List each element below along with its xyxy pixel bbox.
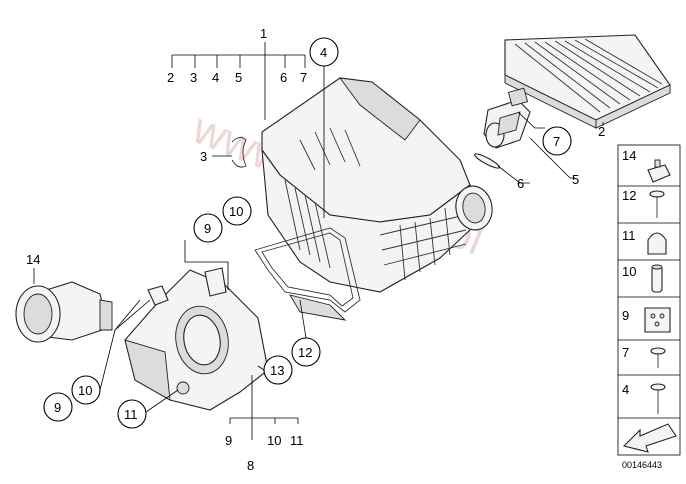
- arrow-graphic-icon: [622, 423, 677, 453]
- panel-label-4: 4: [622, 382, 629, 397]
- label-10-bottom: 10: [267, 433, 281, 448]
- panel-label-9: 9: [622, 308, 629, 323]
- label-2-filter: 2: [598, 124, 605, 139]
- panel-label-10: 10: [622, 264, 636, 279]
- sealing-ring: [474, 153, 500, 169]
- intake-duct-resonator: [124, 267, 269, 411]
- label-3-clip: 3: [200, 149, 207, 164]
- label-12-circle: 12: [298, 345, 312, 360]
- panel-label-14: 14: [622, 148, 636, 163]
- label-6-right: 6: [517, 176, 524, 191]
- panel-label-7: 7: [622, 345, 629, 360]
- label-11-circle: 11: [124, 407, 138, 422]
- label-6-bracket: 6: [280, 70, 287, 85]
- clip-part: [231, 137, 247, 168]
- doc-id: 00146443: [622, 460, 662, 470]
- label-5-right: 5: [572, 172, 579, 187]
- label-9-bottom: 9: [225, 433, 232, 448]
- panel-label-12: 12: [622, 188, 636, 203]
- label-7-circle: 7: [553, 134, 560, 149]
- intake-silencer-housing: [254, 77, 493, 321]
- air-filter-element: [504, 34, 671, 129]
- label-13-circle: 13: [270, 363, 284, 378]
- label-4-bracket: 4: [212, 70, 219, 85]
- grommet-icon: [644, 307, 671, 333]
- label-8: 8: [247, 458, 254, 473]
- rubber-cap-icon: [647, 232, 667, 255]
- panel-label-11: 11: [622, 228, 636, 243]
- label-14-left: 14: [26, 252, 40, 267]
- label-7-bracket: 7: [300, 70, 307, 85]
- small-parts-panel: 14 12 11 10 9 7 4: [617, 144, 681, 456]
- label-11-bottom: 11: [290, 433, 304, 448]
- label-1: 1: [260, 26, 267, 41]
- label-3-bracket: 3: [190, 70, 197, 85]
- label-10-top-circle: 10: [229, 204, 243, 219]
- label-2-bracket: 2: [167, 70, 174, 85]
- label-10-left-circle: 10: [78, 383, 92, 398]
- label-5-bracket: 5: [235, 70, 242, 85]
- label-9-top-circle: 9: [204, 221, 211, 236]
- sleeve-icon: [651, 265, 663, 293]
- air-mass-meter: [483, 87, 531, 149]
- label-9-left-circle: 9: [54, 400, 61, 415]
- intake-snorkel: [15, 281, 113, 343]
- label-4-circle: 4: [320, 45, 327, 60]
